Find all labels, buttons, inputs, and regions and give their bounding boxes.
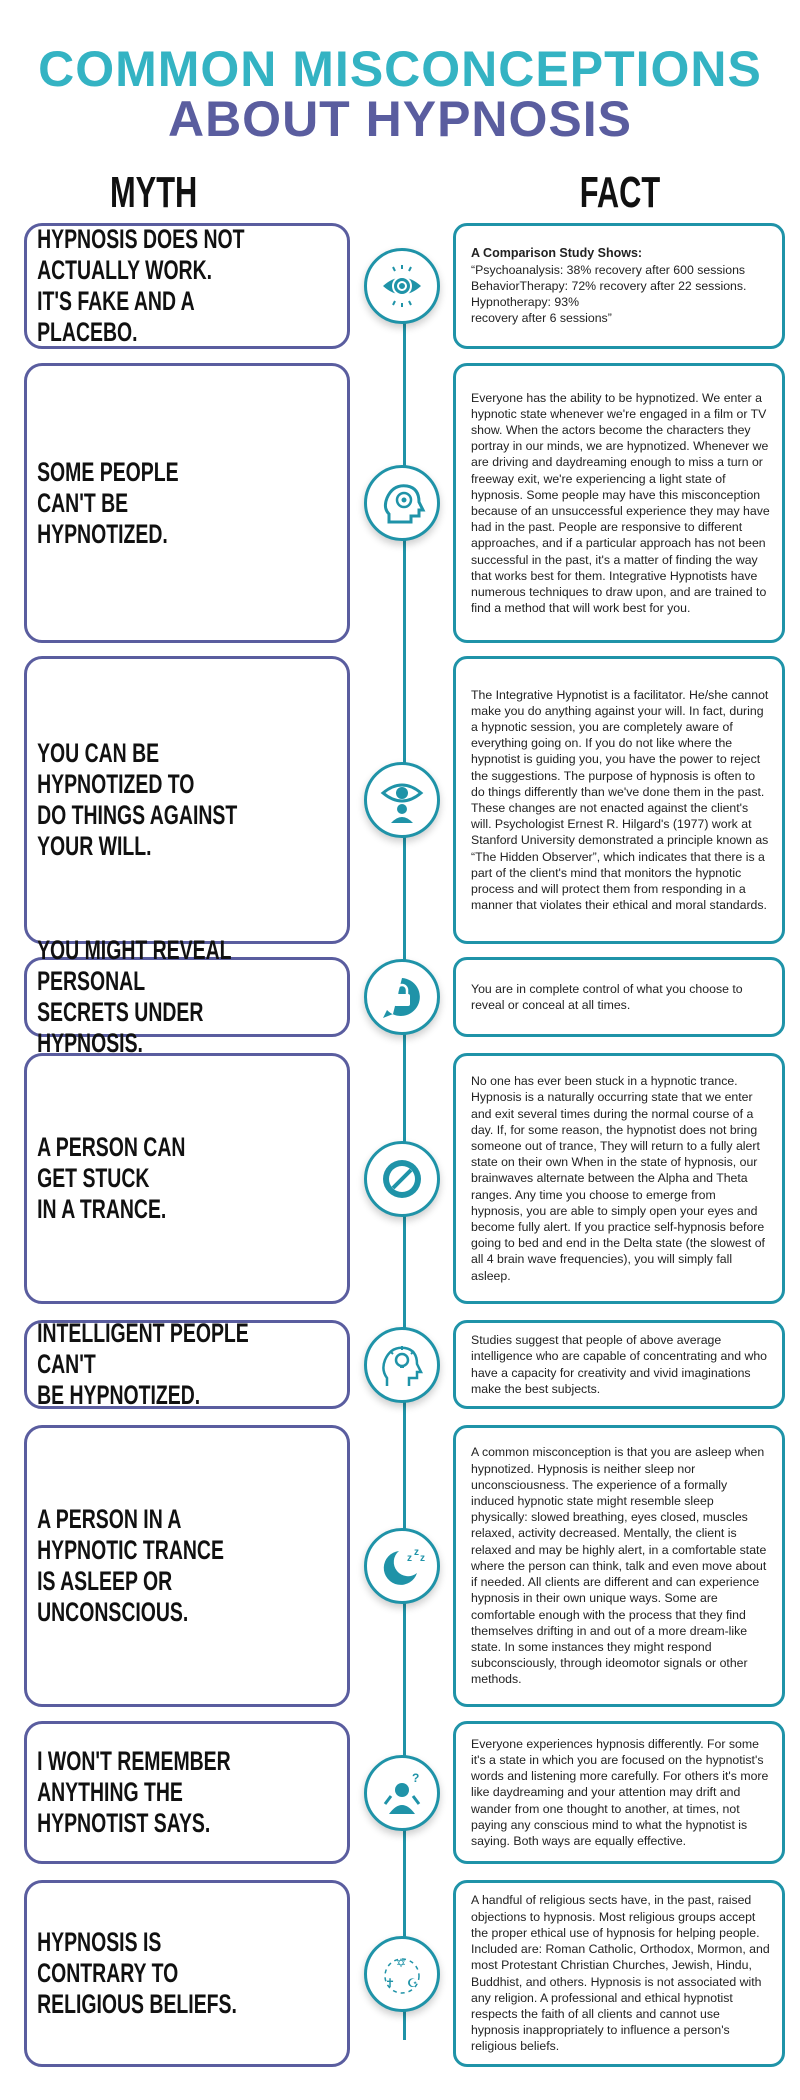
fact-text: Studies suggest that people of above ave… — [471, 1333, 768, 1396]
myth-box: YOU CAN BE HYPNOTIZED TO DO THINGS AGAIN… — [24, 656, 350, 944]
fact-box: You are in complete control of what you … — [453, 957, 785, 1037]
fact-box: No one has ever been stuck in a hypnotic… — [453, 1053, 785, 1304]
fact-text-block: A common misconception is that you are a… — [456, 1444, 782, 1687]
fact-box: Everyone has the ability to be hypnotize… — [453, 363, 785, 643]
myth-box: HYPNOSIS DOES NOT ACTUALLY WORK. IT'S FA… — [24, 223, 350, 349]
myth-box: YOU MIGHT REVEAL PERSONAL SECRETS UNDER … — [24, 935, 350, 1058]
fact-text: Everyone experiences hypnosis differentl… — [471, 1736, 769, 1848]
svg-text:?: ? — [412, 1771, 419, 1785]
hypnotic-eye-icon — [364, 248, 440, 324]
myth-text: HYPNOSIS IS CONTRARY TO RELIGIOUS BELIEF… — [37, 1927, 237, 2019]
svg-text:z: z — [407, 1553, 412, 1564]
svg-text:z: z — [414, 1547, 419, 1558]
person-question-icon: ? — [364, 1754, 440, 1831]
myth-box: A PERSON CAN GET STUCK IN A TRANCE. — [24, 1053, 350, 1304]
myth-box: I WON'T REMEMBER ANYTHING THE HYPNOTIST … — [24, 1721, 350, 1864]
myth-text: SOME PEOPLE CAN'T BE HYPNOTIZED. — [37, 456, 179, 549]
head-spiral-icon — [364, 465, 440, 541]
svg-text:✝: ✝ — [385, 1976, 395, 1990]
fact-box: A handful of religious sects have, in th… — [453, 1880, 785, 2067]
title-line-2: ABOUT HYPNOSIS — [167, 91, 633, 147]
svg-text:✡: ✡ — [396, 1956, 406, 1970]
fact-text-block: Everyone experiences hypnosis differentl… — [456, 1736, 782, 1849]
fact-header: FACT — [579, 168, 661, 217]
fact-text: The Integrative Hypnotist is a facilitat… — [471, 687, 769, 913]
fact-box: A Comparison Study Shows:“Psychoanalysis… — [453, 223, 785, 349]
myth-box: INTELLIGENT PEOPLE CAN'T BE HYPNOTIZED. — [24, 1318, 350, 1410]
fact-box: The Integrative Hypnotist is a facilitat… — [453, 656, 785, 944]
fact-text-block: Everyone has the ability to be hypnotize… — [456, 390, 782, 617]
no-brain-icon — [364, 1140, 440, 1217]
fact-text: Everyone has the ability to be hypnotize… — [471, 390, 770, 616]
svg-text:☪: ☪ — [407, 1976, 418, 1990]
fact-text-block: The Integrative Hypnotist is a facilitat… — [456, 687, 782, 914]
fact-heading: A Comparison Study Shows: — [471, 246, 643, 261]
lock-bubble-icon — [364, 959, 440, 1035]
myth-text: HYPNOSIS DOES NOT ACTUALLY WORK. IT'S FA… — [37, 224, 245, 347]
title-line-1: COMMON MISCONCEPTIONS — [38, 41, 762, 97]
lightbulb-head-icon — [364, 1326, 440, 1403]
myth-text: YOU CAN BE HYPNOTIZED TO DO THINGS AGAIN… — [37, 738, 238, 861]
fact-text: A common misconception is that you are a… — [471, 1445, 767, 1687]
myth-text: A PERSON IN A HYPNOTIC TRANCE IS ASLEEP … — [37, 1504, 224, 1627]
svg-text:z: z — [420, 1553, 425, 1564]
fact-text-block: No one has ever been stuck in a hypnotic… — [456, 1073, 782, 1284]
fact-text-block: You are in complete control of what you … — [456, 981, 782, 1013]
myth-text: A PERSON CAN GET STUCK IN A TRANCE. — [37, 1132, 186, 1224]
myth-text: YOU MIGHT REVEAL PERSONAL SECRETS UNDER … — [37, 935, 232, 1058]
fact-text: No one has ever been stuck in a hypnotic… — [471, 1074, 765, 1283]
religious-symbols-icon: ✡✝ ☪ — [364, 1935, 440, 2012]
fact-text-block: Studies suggest that people of above ave… — [456, 1332, 782, 1397]
fact-text: “Psychoanalysis: 38% recovery after 600 … — [471, 262, 747, 326]
fact-box: A common misconception is that you are a… — [453, 1425, 785, 1707]
fact-box: Everyone experiences hypnosis differentl… — [453, 1721, 785, 1864]
fact-text: You are in complete control of what you … — [471, 981, 743, 1012]
myth-box: SOME PEOPLE CAN'T BE HYPNOTIZED. — [24, 363, 350, 643]
myth-header: MYTH — [110, 168, 198, 217]
myth-text: INTELLIGENT PEOPLE CAN'T BE HYPNOTIZED. — [37, 1318, 249, 1410]
fact-text-block: A Comparison Study Shows:“Psychoanalysis… — [456, 245, 758, 326]
myth-text: I WON'T REMEMBER ANYTHING THE HYPNOTIST … — [37, 1746, 231, 1838]
eye-person-icon — [364, 762, 440, 838]
fact-text-block: A handful of religious sects have, in th… — [456, 1892, 782, 2054]
fact-box: Studies suggest that people of above ave… — [453, 1320, 785, 1409]
myth-box: A PERSON IN A HYPNOTIC TRANCE IS ASLEEP … — [24, 1425, 350, 1707]
myth-box: HYPNOSIS IS CONTRARY TO RELIGIOUS BELIEF… — [24, 1880, 350, 2067]
fact-text: A handful of religious sects have, in th… — [471, 1893, 770, 2054]
